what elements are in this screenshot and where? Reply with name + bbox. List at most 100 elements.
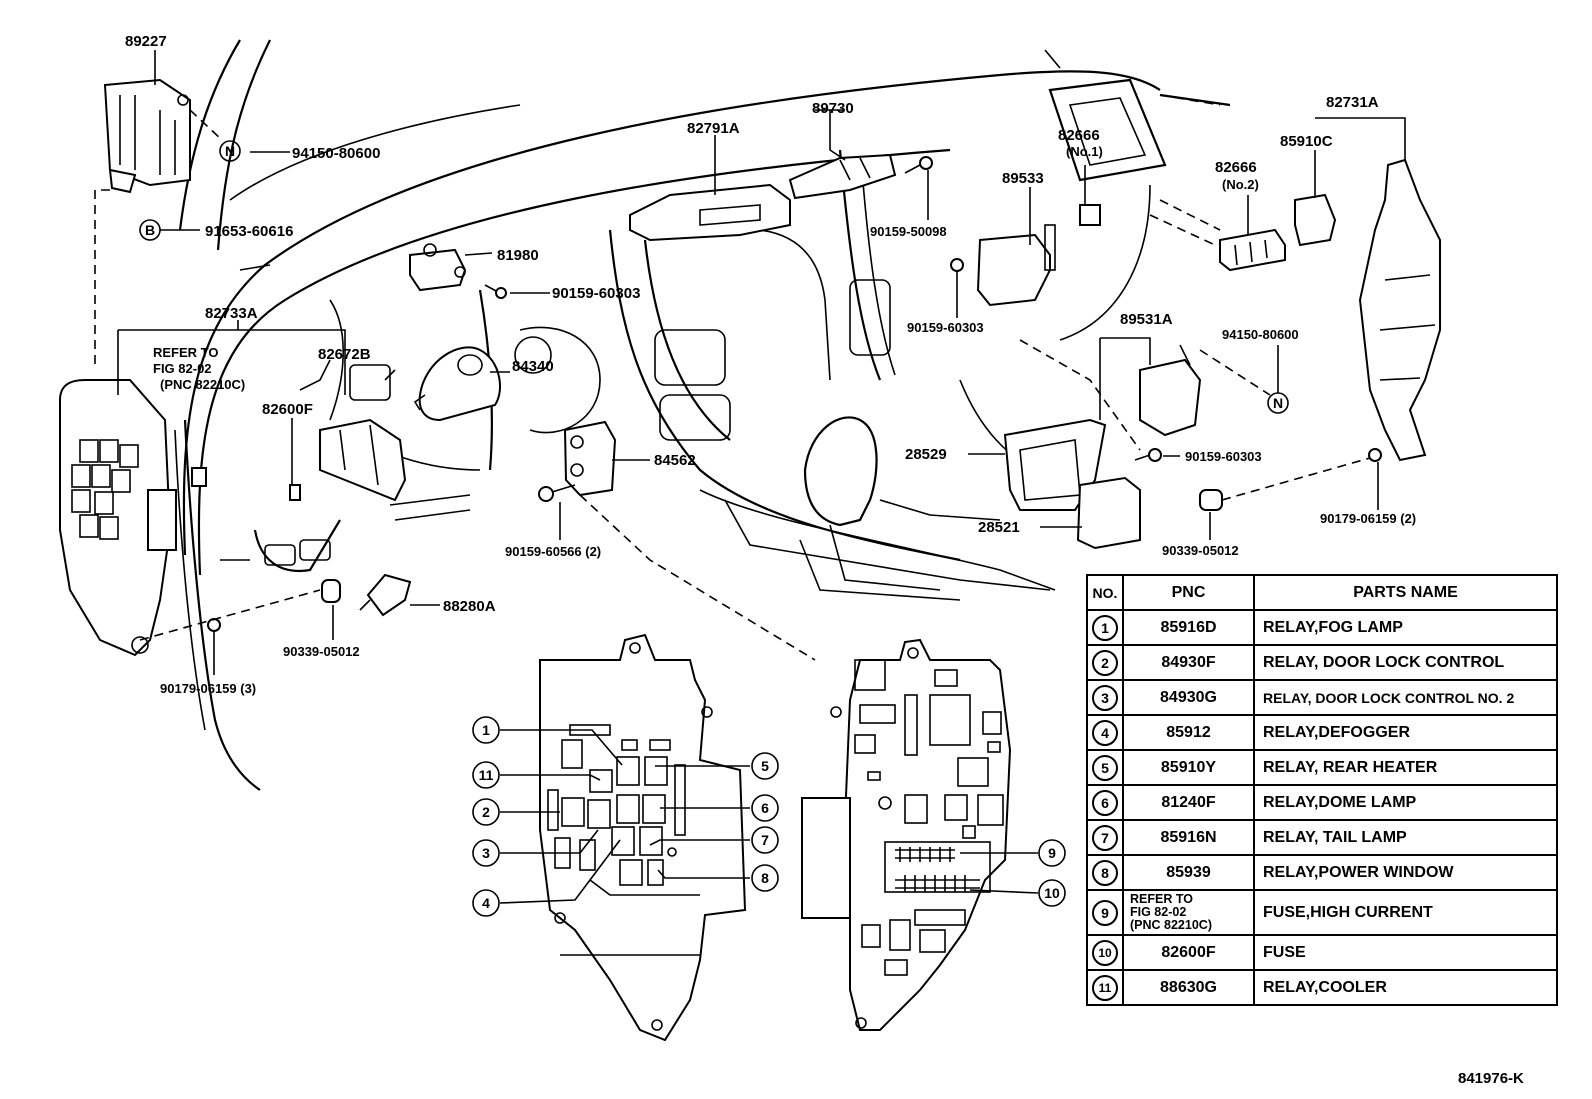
- part-label: 28529: [905, 446, 947, 463]
- row-parts-name: RELAY, DOOR LOCK CONTROL NO. 2: [1253, 679, 1558, 716]
- row-pnc: 85916N: [1122, 819, 1255, 856]
- part-label: (No.1): [1066, 144, 1103, 159]
- part-label: REFER TO: [153, 345, 219, 360]
- part-82672b-bracket: [319, 418, 407, 502]
- part-89531a-relay: [1139, 344, 1202, 437]
- part-label: 82600F: [262, 401, 313, 418]
- row-number: 11: [1086, 969, 1124, 1006]
- part-label: 89533: [1002, 170, 1044, 187]
- row-number-circle: 1: [1092, 614, 1118, 641]
- part-label: 94150-80600: [292, 145, 380, 162]
- part-label: 90179-06159 (3): [160, 681, 256, 696]
- row-parts-name: FUSE: [1253, 934, 1558, 971]
- part-label: 82666: [1215, 159, 1257, 176]
- part-label: 82791A: [687, 120, 740, 137]
- part-82791a-ecu: [629, 183, 791, 242]
- callout-number: 8: [761, 870, 769, 886]
- callout-number: 11: [479, 767, 494, 783]
- callout-number: 9: [1048, 845, 1056, 861]
- header-parts-name: PARTS NAME: [1253, 574, 1558, 611]
- relay-callout-leaders: [499, 729, 1039, 904]
- part-82666-no2-holder: [1219, 228, 1286, 272]
- part-89533-sensor: [976, 224, 1056, 307]
- row-pnc: 85912: [1122, 714, 1255, 751]
- part-label: (PNC 82210C): [160, 377, 245, 392]
- callout-number: 4: [482, 895, 490, 911]
- row-number: 9: [1086, 889, 1124, 936]
- row-number-circle: 10: [1092, 939, 1118, 966]
- callout-number: 6: [761, 800, 769, 816]
- part-label: 89730: [812, 100, 854, 117]
- part-84340-ignition-switch: [413, 336, 552, 422]
- header-no: NO.: [1086, 574, 1124, 611]
- row-parts-name: RELAY,FOG LAMP: [1253, 609, 1558, 646]
- row-pnc: 88630G: [1122, 969, 1255, 1006]
- part-85910c-relay: [1294, 193, 1337, 247]
- callout-letter: N: [1273, 395, 1283, 411]
- callout-numbers: 1 11 2 3 4 5 6 7 8 9 10: [472, 716, 1066, 917]
- row-number: 4: [1086, 714, 1124, 751]
- callout-number: 5: [761, 758, 769, 774]
- row-parts-name: RELAY,POWER WINDOW: [1253, 854, 1558, 891]
- part-label: 89227: [125, 33, 167, 50]
- relay-block-detail: [539, 633, 747, 1042]
- leader-lines: [117, 50, 1406, 675]
- part-label: 90159-60303: [907, 320, 984, 335]
- row-number-circle: 2: [1092, 649, 1118, 676]
- row-pnc: 84930F: [1122, 644, 1255, 681]
- row-number: 2: [1086, 644, 1124, 681]
- row-pnc: 84930G: [1122, 679, 1255, 716]
- row-parts-name: RELAY,DOME LAMP: [1253, 784, 1558, 821]
- part-90179-nut-right: [1368, 448, 1382, 462]
- fuse-block-detail: [801, 638, 1012, 1031]
- part-labels: 89227 94150-80600 91653-60616 81980 9015…: [125, 33, 1416, 696]
- row-number-circle: 8: [1092, 859, 1118, 886]
- callout-letters: N B N: [139, 140, 1289, 414]
- row-parts-name: RELAY, TAIL LAMP: [1253, 819, 1558, 856]
- row-pnc-line: (PNC 82210C): [1130, 918, 1212, 932]
- row-number: 6: [1086, 784, 1124, 821]
- row-parts-name: RELAY, REAR HEATER: [1253, 749, 1558, 786]
- callout-letter: B: [145, 222, 155, 238]
- callout-number: 10: [1044, 885, 1060, 901]
- row-number: 10: [1086, 934, 1124, 971]
- row-pnc: 81240F: [1122, 784, 1255, 821]
- part-90179-nut-left: [207, 618, 221, 632]
- part-82600f-fuse: [289, 484, 301, 501]
- part-label: 82733A: [205, 305, 258, 322]
- row-number-circle: 7: [1092, 824, 1118, 851]
- part-90159-50098-bolt: [904, 156, 933, 174]
- part-28521-ecu: [1076, 476, 1141, 550]
- part-label: 88280A: [443, 598, 496, 615]
- row-pnc: 85916D: [1122, 609, 1255, 646]
- part-label: 90179-06159 (2): [1320, 511, 1416, 526]
- part-label: 84562: [654, 452, 696, 469]
- row-number: 3: [1086, 679, 1124, 716]
- callout-number: 7: [761, 832, 769, 848]
- part-label: (No.2): [1222, 177, 1259, 192]
- part-label: 90159-50098: [870, 224, 947, 239]
- row-number-circle: 6: [1092, 789, 1118, 816]
- part-89227-module: [103, 78, 191, 194]
- part-90159-bolt-right: [1134, 448, 1162, 462]
- dashed-connectors: [94, 94, 1371, 661]
- row-pnc: 85910Y: [1122, 749, 1255, 786]
- row-number: 5: [1086, 749, 1124, 786]
- part-90159-bolt-1: [484, 284, 507, 299]
- part-label: 90159-60566 (2): [505, 544, 601, 559]
- row-pnc-line: FIG 82-02: [1130, 905, 1187, 919]
- row-pnc-line: REFER TO: [1130, 892, 1193, 906]
- dashboard-outline: [174, 39, 1231, 791]
